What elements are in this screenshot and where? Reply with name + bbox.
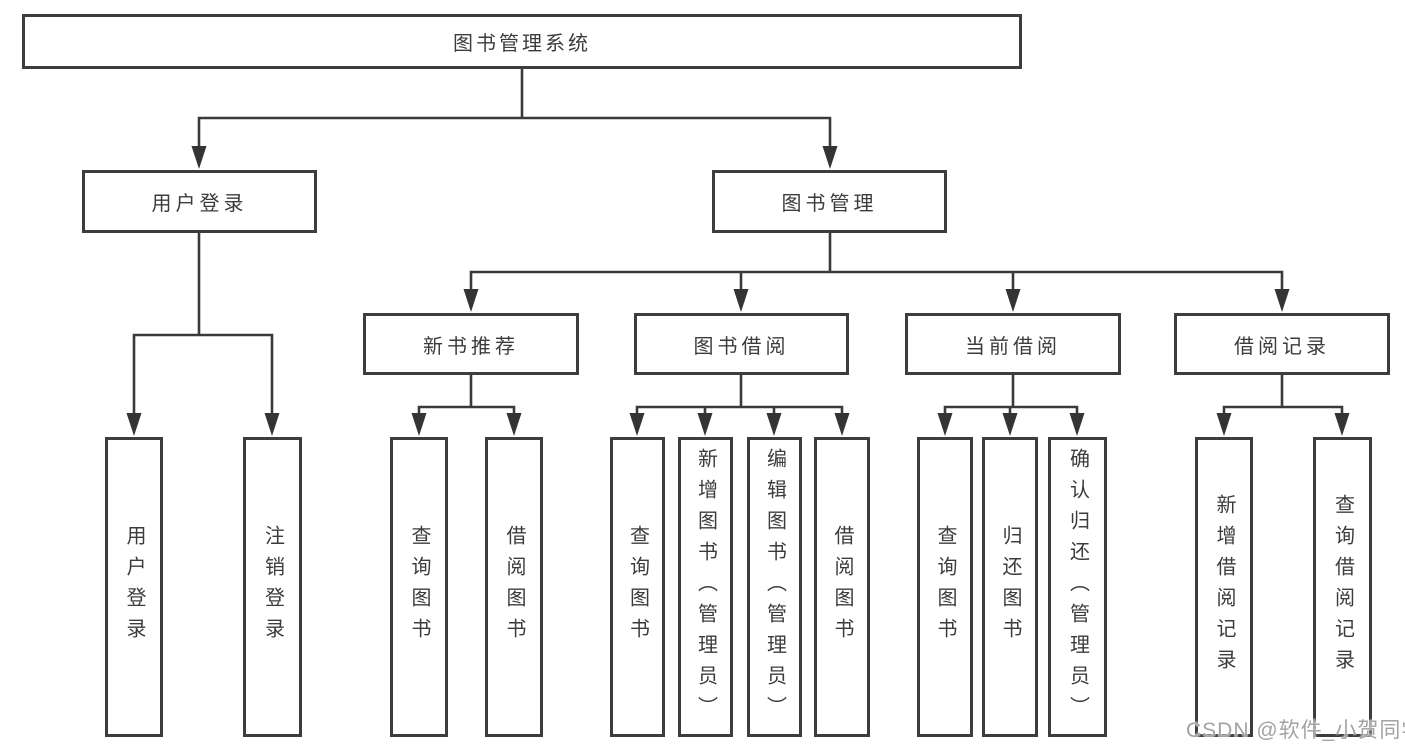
leaf-user-login: 用户登录 <box>105 437 163 737</box>
leaf-query-books-recommend-label: 查询图书 <box>408 525 430 649</box>
leaf-logout: 注销登录 <box>243 437 302 737</box>
leaf-edit-books-admin-label: 编辑图书（管理员） <box>763 447 786 727</box>
connector-root-to-level1 <box>197 69 832 150</box>
leaf-query-books-borrowing: 查询图书 <box>610 437 665 737</box>
node-new-book-recommend-label: 新书推荐 <box>423 335 519 358</box>
node-user-login-branch-label: 用户登录 <box>151 193 248 215</box>
node-new-book-recommend: 新书推荐 <box>363 313 579 375</box>
node-user-login-branch: 用户登录 <box>82 170 317 233</box>
csdn-watermark: CSDN @软件_小贺同学 <box>1186 719 1405 742</box>
leaf-borrow-books-recommend-label: 借阅图书 <box>503 525 525 649</box>
leaf-borrow-books-label: 借阅图书 <box>831 525 853 649</box>
connector-borrowing-to-leaves <box>635 375 844 416</box>
node-book-borrowing: 图书借阅 <box>634 313 849 375</box>
leaf-logout-label: 注销登录 <box>261 525 284 649</box>
leaf-add-borrow-record: 新增借阅记录 <box>1195 437 1253 737</box>
node-root-label: 图书管理系统 <box>453 33 591 55</box>
node-current-borrowing: 当前借阅 <box>905 313 1121 375</box>
node-book-management-branch-label: 图书管理 <box>781 193 878 215</box>
leaf-query-books-current-label: 查询图书 <box>934 525 956 649</box>
node-book-borrowing-label: 图书借阅 <box>693 335 790 358</box>
leaf-return-books: 归还图书 <box>982 437 1038 737</box>
node-book-management-branch: 图书管理 <box>712 170 947 233</box>
leaf-add-books-admin-label: 新增图书（管理员） <box>694 447 717 727</box>
node-borrowing-records: 借阅记录 <box>1174 313 1390 375</box>
leaf-borrow-books: 借阅图书 <box>814 437 870 737</box>
leaf-user-login-label: 用户登录 <box>123 525 145 649</box>
leaf-query-borrow-record: 查询借阅记录 <box>1313 437 1372 737</box>
leaf-confirm-return-admin: 确认归还（管理员） <box>1048 437 1107 737</box>
node-root: 图书管理系统 <box>22 14 1022 69</box>
leaf-query-books-recommend: 查询图书 <box>390 437 448 737</box>
leaf-borrow-books-recommend: 借阅图书 <box>485 437 543 737</box>
connector-user-login-to-leaves <box>132 233 274 416</box>
leaf-query-borrow-record-label: 查询借阅记录 <box>1331 494 1354 680</box>
node-borrowing-records-label: 借阅记录 <box>1234 335 1330 358</box>
connector-current-to-leaves <box>943 375 1079 416</box>
leaf-add-books-admin: 新增图书（管理员） <box>678 437 733 737</box>
connector-book-mgmt-to-level2 <box>469 233 1284 292</box>
connector-records-to-leaves <box>1222 375 1344 416</box>
leaf-query-books-current: 查询图书 <box>917 437 973 737</box>
connector-new-books-to-leaves <box>417 375 516 416</box>
node-current-borrowing-label: 当前借阅 <box>965 335 1061 358</box>
leaf-edit-books-admin: 编辑图书（管理员） <box>747 437 802 737</box>
leaf-add-borrow-record-label: 新增借阅记录 <box>1213 494 1235 680</box>
leaf-query-books-borrowing-label: 查询图书 <box>626 525 649 649</box>
leaf-confirm-return-admin-label: 确认归还（管理员） <box>1066 447 1089 727</box>
leaf-return-books-label: 归还图书 <box>999 525 1021 649</box>
